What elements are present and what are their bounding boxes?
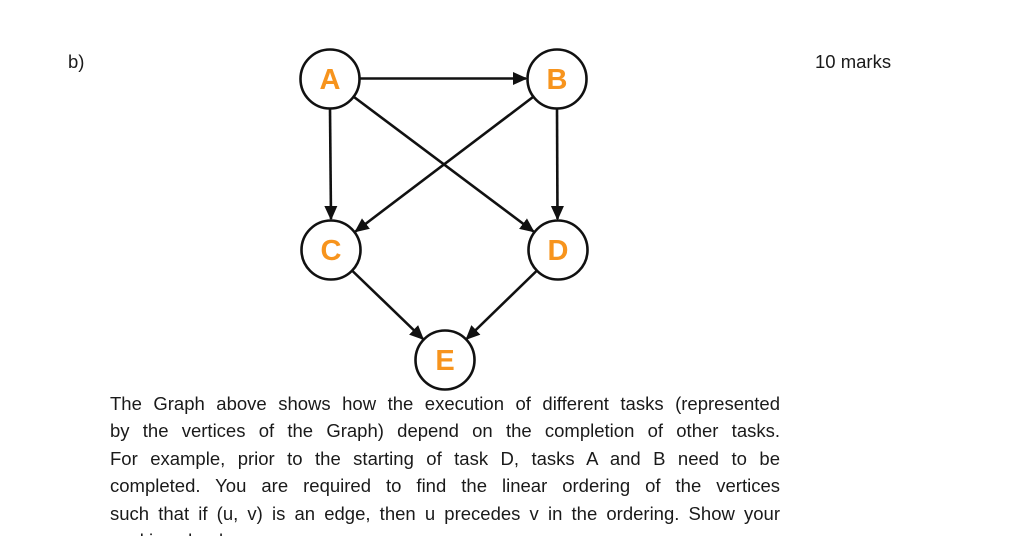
question-label: b) — [68, 51, 85, 72]
paragraph-line-2: by the vertices of the Graph) depend on … — [110, 420, 780, 442]
marks-label: 10 marks — [815, 51, 892, 72]
node-C-label: C — [321, 235, 342, 267]
edge-B-C — [354, 95, 534, 233]
question-text: The Graph above shows how the execution … — [110, 390, 780, 536]
node-E: E — [414, 329, 476, 391]
node-D: D — [527, 219, 589, 281]
node-A: A — [299, 48, 361, 110]
graph-edges — [324, 71, 564, 341]
paragraph-line-6-cutoff: working clearly — [110, 527, 780, 536]
paragraph-line-5: such that if (u, v) is an edge, then u p… — [110, 502, 780, 524]
node-B-label: B — [547, 64, 568, 96]
node-C-circle — [300, 219, 362, 281]
paragraph-line-3: For example, prior to the starting of ta… — [110, 447, 780, 469]
node-A-label: A — [320, 64, 341, 96]
paragraph-line-4: completed. You are required to find the … — [110, 475, 780, 497]
edge-B-D — [550, 108, 564, 221]
node-D-label: D — [548, 235, 569, 267]
node-E-circle — [414, 329, 476, 391]
paragraph-line-1: The Graph above shows how the execution … — [110, 393, 780, 414]
node-C: C — [300, 219, 362, 281]
node-D-circle — [527, 219, 589, 281]
node-B: B — [526, 48, 588, 110]
node-E-label: E — [435, 345, 454, 377]
node-A-circle — [299, 48, 361, 110]
edge-A-C — [324, 108, 338, 221]
node-B-circle — [526, 48, 588, 110]
edge-D-E — [465, 270, 538, 341]
edge-C-E — [351, 270, 425, 341]
